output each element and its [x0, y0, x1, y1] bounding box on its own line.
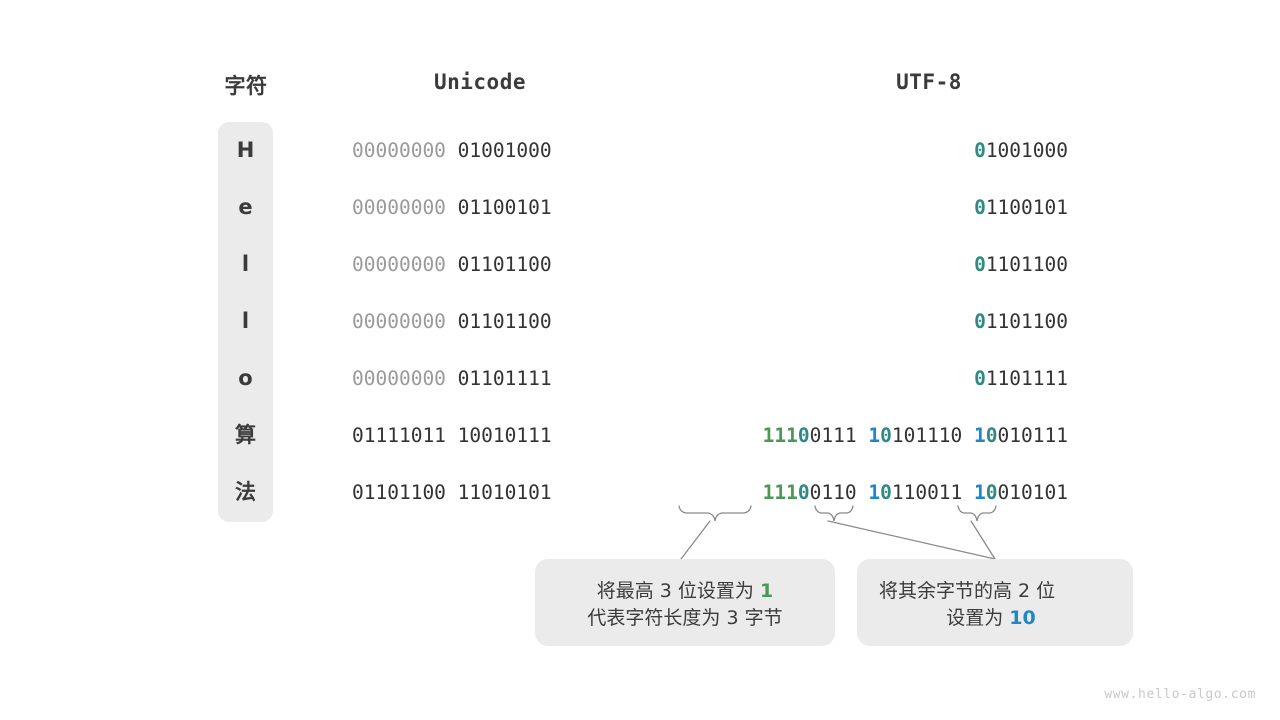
utf8-prefix-bits: 0 — [974, 310, 986, 333]
unicode-byte-2: 01101100 — [457, 253, 552, 276]
utf8-payload-bits: 010101 — [997, 481, 1068, 504]
utf8-prefix-bits: 1 — [974, 424, 986, 447]
utf8-prefix-bits: 1 — [974, 481, 986, 504]
callout-leading-bits: 将最高 3 位设置为 1 代表字符长度为 3 字节 — [535, 559, 835, 646]
utf8-bits: 01101111 — [974, 350, 1068, 407]
unicode-byte-1: 00000000 — [352, 310, 446, 333]
unicode-byte-2: 01001000 — [457, 139, 552, 162]
utf8-payload-bits: 101110 — [891, 424, 963, 447]
callout-2-line-2-text: 设置为 — [946, 606, 1010, 629]
unicode-bits: 00000000 01001000 — [352, 122, 552, 179]
utf8-payload-bits: 0111 — [809, 424, 857, 447]
utf8-payload-bits: 110011 — [891, 481, 963, 504]
utf8-marker-zero: 0 — [985, 481, 998, 504]
unicode-byte-2: 11010101 — [457, 481, 552, 504]
utf8-marker-zero: 0 — [880, 481, 892, 504]
character-column-background — [218, 122, 273, 522]
utf8-payload-bits: 1001000 — [985, 139, 1068, 162]
utf8-marker-zero: 0 — [985, 424, 998, 447]
character-cell: 法 — [235, 480, 256, 504]
utf8-bits: 01001000 — [974, 122, 1068, 179]
unicode-byte-2: 10010111 — [457, 424, 552, 447]
utf8-bits: 01101100 — [974, 236, 1068, 293]
character-cell: 算 — [235, 423, 256, 447]
utf8-payload-bits: 1100101 — [985, 196, 1068, 219]
utf8-payload-bits: 010111 — [997, 424, 1068, 447]
character-cell: o — [238, 366, 253, 390]
unicode-byte-1: 00000000 — [352, 367, 446, 390]
unicode-bits: 00000000 01101100 — [352, 293, 552, 350]
utf8-payload-bits: 1101100 — [985, 253, 1068, 276]
callout-2-line-1: 将其余字节的高 2 位 — [879, 579, 1056, 602]
utf8-bits: 11100110 10110011 10010101 — [763, 464, 1068, 521]
unicode-bits: 01101100 11010101 — [352, 464, 552, 521]
utf8-bits: 11100111 10101110 10010111 — [763, 407, 1068, 464]
utf8-payload-bits: 1101111 — [985, 367, 1068, 390]
watermark: www.hello-algo.com — [1104, 687, 1256, 702]
utf8-prefix-bits: 111 — [762, 424, 798, 447]
unicode-byte-1: 00000000 — [352, 139, 446, 162]
callout-1-line-2: 代表字符长度为 3 字节 — [587, 606, 783, 629]
column-header-unicode: Unicode — [433, 70, 526, 94]
unicode-bits: 00000000 01101111 — [352, 350, 552, 407]
character-cell: l — [241, 252, 250, 276]
character-cell: e — [238, 195, 253, 219]
utf8-payload-bits: 0110 — [809, 481, 857, 504]
utf8-prefix-bits: 0 — [974, 253, 986, 276]
utf8-marker-zero: 0 — [797, 424, 810, 447]
callout-2-line-2: 设置为 10 — [875, 603, 1115, 630]
unicode-byte-2: 01101100 — [457, 310, 552, 333]
callout-2-highlight: 10 — [1009, 606, 1036, 629]
character-cell: l — [241, 309, 250, 333]
unicode-byte-2: 01100101 — [457, 196, 552, 219]
unicode-byte-1: 00000000 — [352, 253, 446, 276]
utf8-prefix-bits: 1 — [868, 424, 881, 447]
callout-1-line-1-text: 将最高 3 位设置为 — [596, 579, 760, 602]
column-header-character: 字符 — [224, 74, 268, 98]
utf8-prefix-bits: 0 — [974, 196, 986, 219]
utf8-marker-zero: 0 — [880, 424, 892, 447]
utf8-payload-bits: 1101100 — [985, 310, 1068, 333]
utf8-prefix-bits: 0 — [974, 139, 986, 162]
utf8-prefix-bits: 1 — [868, 481, 881, 504]
callout-1-highlight: 1 — [759, 579, 774, 602]
callout-1-line-1: 将最高 3 位设置为 1 — [553, 576, 817, 603]
unicode-bits: 00000000 01101100 — [352, 236, 552, 293]
unicode-byte-1: 01111011 — [352, 424, 446, 447]
utf8-bits: 01101100 — [974, 293, 1068, 350]
utf8-prefix-bits: 111 — [762, 481, 798, 504]
utf8-marker-zero: 0 — [797, 481, 810, 504]
unicode-byte-1: 00000000 — [352, 196, 446, 219]
callout-continuation-bits: 将其余字节的高 2 位 设置为 10 — [857, 559, 1133, 646]
unicode-bits: 01111011 10010111 — [352, 407, 552, 464]
utf8-prefix-bits: 0 — [974, 367, 986, 390]
character-cell: H — [236, 138, 255, 162]
utf8-bits: 01100101 — [974, 179, 1068, 236]
unicode-byte-2: 01101111 — [457, 367, 552, 390]
column-header-utf8: UTF-8 — [896, 70, 962, 94]
unicode-bits: 00000000 01100101 — [352, 179, 552, 236]
unicode-byte-1: 01101100 — [352, 481, 446, 504]
